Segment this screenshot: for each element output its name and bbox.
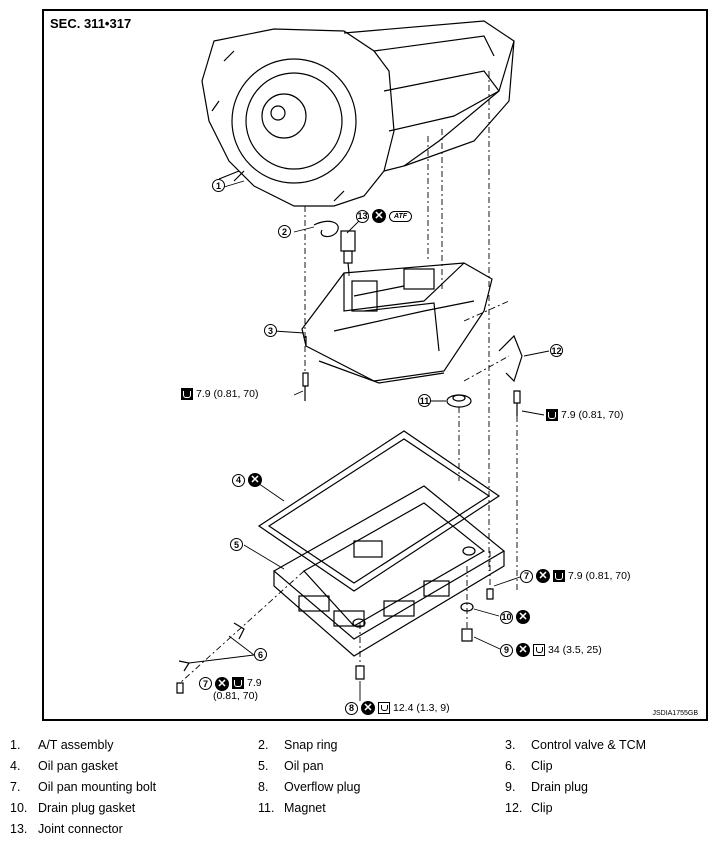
figure-code: JSDIA1755GB	[652, 710, 698, 717]
replace-x-icon: ✕	[361, 701, 375, 715]
replace-x-icon: ✕	[536, 569, 550, 583]
at-assembly-drawing	[201, 20, 515, 207]
section-label: SEC. 311•317	[50, 16, 132, 31]
replace-x-icon: ✕	[516, 610, 530, 624]
callout-7-left: 7 ✕ 7.9 (0.81, 70)	[199, 677, 262, 703]
drain-plug-drawing	[461, 628, 473, 642]
callout-number: 8	[345, 701, 358, 715]
torque-icon	[232, 677, 244, 689]
torque-value-line2: (0.81, 70)	[213, 690, 258, 702]
clip-6-drawing	[178, 622, 245, 672]
torque-icon	[378, 702, 390, 714]
callout-1: 1	[212, 179, 225, 192]
torque-value: 7.9 (0.81, 70)	[568, 570, 631, 582]
callout-13: 13 ✕ ATF	[356, 209, 413, 223]
callout-7-right: 7 ✕ 7.9 (0.81, 70)	[520, 569, 630, 583]
replace-x-icon: ✕	[248, 473, 262, 487]
torque-value: 7.9 (0.81, 70)	[196, 388, 259, 400]
bolt-left-torque: 7.9 (0.81, 70)	[181, 388, 258, 400]
torque-icon	[181, 388, 193, 400]
callout-number: 6	[254, 648, 267, 661]
callout-number: 3	[264, 324, 277, 337]
torque-value-line1: 7.9	[247, 677, 262, 689]
torque-value: 34 (3.5, 25)	[548, 644, 602, 656]
callout-9: 9 ✕ 34 (3.5, 25)	[500, 643, 602, 657]
torque-icon	[533, 644, 545, 656]
torque-icon	[553, 570, 565, 582]
callout-10: 10 ✕	[500, 610, 530, 624]
torque-icon	[546, 409, 558, 421]
callout-5: 5	[230, 538, 243, 551]
control-valve-drawing	[301, 262, 493, 384]
bolt-drawings	[176, 372, 521, 694]
clip-12-drawing	[498, 334, 523, 383]
callout-number: 2	[278, 225, 291, 238]
callout-number: 10	[500, 610, 513, 624]
replace-x-icon: ✕	[372, 209, 386, 223]
callout-11: 11	[418, 394, 431, 407]
replace-x-icon: ✕	[516, 643, 530, 657]
callout-number: 1	[212, 179, 225, 192]
callout-6: 6	[254, 648, 267, 661]
joint-connector-drawing	[340, 230, 356, 274]
diagram-frame: SEC. 311•317	[42, 9, 708, 721]
callout-number: 7	[520, 569, 533, 583]
torque-value: 7.9 (0.81, 70)	[561, 409, 624, 421]
snap-ring-drawing	[313, 220, 339, 238]
callout-number: 11	[418, 394, 431, 407]
callout-number: 9	[500, 643, 513, 657]
replace-x-icon: ✕	[215, 677, 229, 691]
callout-3: 3	[264, 324, 277, 337]
torque-value: 12.4 (1.3, 9)	[393, 702, 450, 714]
bolt-right-torque: 7.9 (0.81, 70)	[546, 409, 623, 421]
overflow-plug-drawing	[355, 665, 365, 680]
oil-pan-drawing	[272, 485, 506, 657]
callout-4: 4 ✕	[232, 473, 262, 487]
callout-12: 12	[550, 344, 563, 357]
callout-number: 12	[550, 344, 563, 357]
callout-number: 4	[232, 473, 245, 487]
magnet-drawing	[446, 394, 472, 408]
exploded-view-drawing	[176, 20, 550, 701]
torque-value-stack: 7.9 (0.81, 70)	[213, 677, 262, 703]
callout-number: 5	[230, 538, 243, 551]
callout-number: 13	[356, 209, 369, 223]
callout-8: 8 ✕ 12.4 (1.3, 9)	[345, 701, 450, 715]
atf-icon: ATF	[389, 210, 413, 222]
callout-number: 7	[199, 677, 212, 690]
callout-2: 2	[278, 225, 291, 238]
